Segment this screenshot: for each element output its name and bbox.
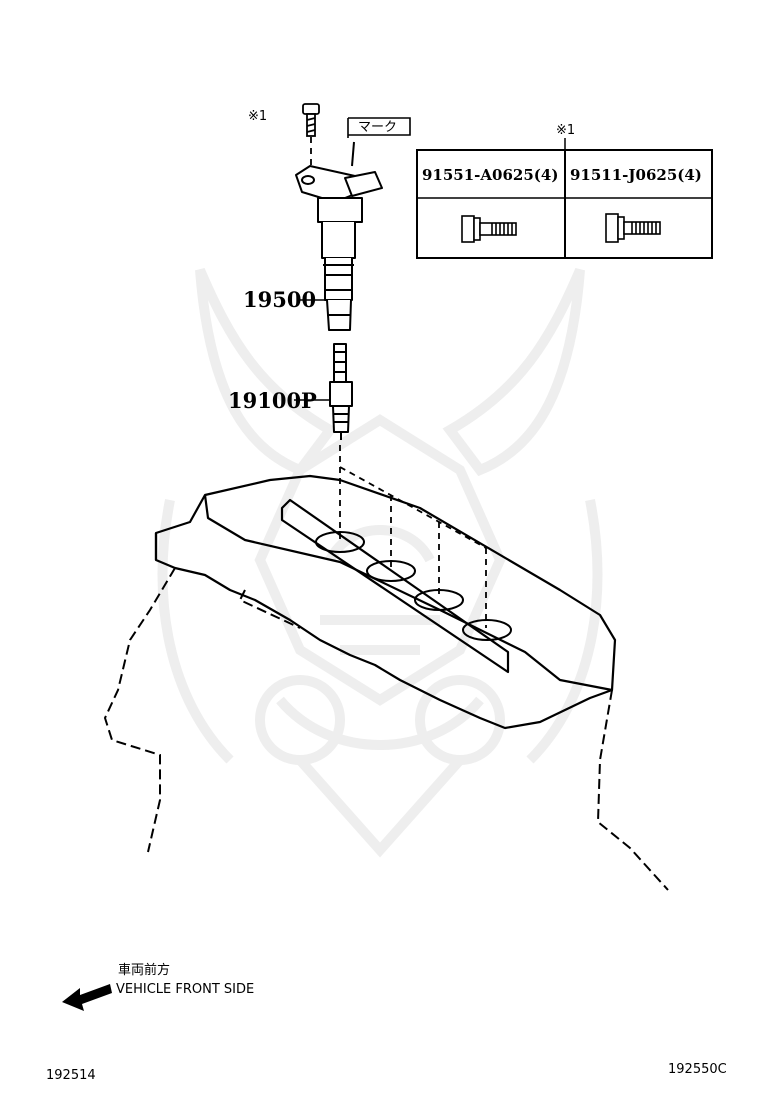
alignment-lines bbox=[310, 115, 487, 628]
ignition-coil-icon bbox=[295, 141, 383, 331]
vehicle-front-indicator: 車両前方 VEHICLE FRONT SIDE bbox=[62, 962, 254, 1011]
cylinder-hole-4 bbox=[462, 619, 512, 641]
watermark-emblem bbox=[157, 268, 603, 858]
vehicle-front-label-jp: 車両前方 bbox=[118, 962, 170, 978]
spark-plug-icon bbox=[329, 343, 353, 440]
cylinder-head-outline bbox=[154, 474, 617, 730]
arrow-left-icon bbox=[62, 984, 112, 1011]
callout-19100p: 19100P bbox=[228, 388, 317, 413]
mark-label-box: マーク bbox=[347, 117, 411, 138]
footer-right-code: 192550C bbox=[668, 1062, 727, 1077]
flange-bolt-icon bbox=[461, 215, 517, 243]
leader-lines bbox=[294, 299, 331, 401]
flange-bolt-icon bbox=[605, 213, 661, 243]
engine-block-dashed bbox=[103, 567, 669, 891]
bolt-table-note: ※1 bbox=[556, 123, 575, 138]
coil-mounting-bolt-icon bbox=[302, 103, 320, 137]
bolt-table: ※1 91551-A0625(4) 91511-J0625(4) bbox=[416, 123, 713, 259]
cylinder-hole-1 bbox=[315, 531, 365, 553]
mark-label: マーク bbox=[358, 120, 397, 135]
bolt-part-number-1: 91551-A0625(4) bbox=[422, 166, 558, 184]
callout-19500: 19500 bbox=[243, 287, 316, 312]
vehicle-front-label-en: VEHICLE FRONT SIDE bbox=[116, 982, 254, 997]
bolt-note-label: ※1 bbox=[248, 109, 267, 124]
footer-left-code: 192514 bbox=[46, 1068, 96, 1083]
bolt-part-number-2: 91511-J0625(4) bbox=[570, 166, 702, 184]
